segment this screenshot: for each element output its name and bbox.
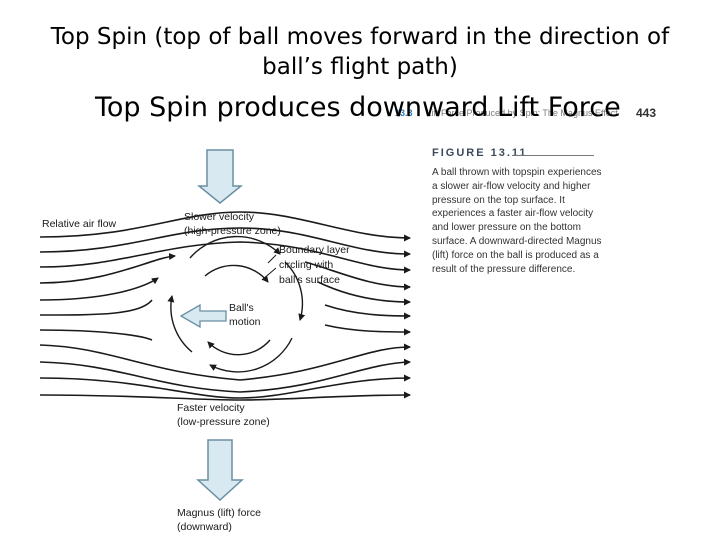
high-pressure-zone-label: (high-pressure zone)	[184, 225, 281, 237]
flow-line	[39, 299, 153, 316]
slide-subtitle: Top Spin produces downward Lift Force	[95, 92, 621, 123]
flow-line	[39, 241, 411, 274]
boundary-arc	[204, 264, 269, 283]
downward-label: (downward)	[177, 521, 232, 533]
boundary-layer-circulation	[167, 235, 306, 373]
slide-title-line-2: ball’s flight path)	[262, 54, 458, 80]
magnus-force-arrow-icon	[196, 439, 244, 502]
running-head-text: Lift Force Produced by Spin: The Magnus …	[426, 108, 618, 118]
slower-velocity-label: Slower velocity	[184, 211, 255, 223]
flow-line	[317, 281, 411, 306]
flow-line	[39, 211, 411, 242]
leader-line	[267, 254, 277, 264]
low-pressure-zone-label: (low-pressure zone)	[177, 416, 270, 428]
flow-line	[39, 329, 153, 341]
flow-line	[324, 304, 411, 320]
flow-line	[39, 277, 159, 301]
relative-air-flow-label: Relative air flow	[42, 218, 117, 230]
balls-surface-label: ball's surface	[279, 274, 340, 286]
running-head-number: 13.3	[395, 108, 413, 118]
ball-motion-arrow-icon	[179, 303, 227, 329]
faster-velocity-label: Faster velocity	[177, 402, 245, 414]
boundary-arc	[167, 295, 193, 353]
boundary-arc	[207, 339, 271, 356]
boundary-arc	[284, 261, 306, 321]
flow-line	[39, 343, 411, 381]
balls-motion-label-1: Ball's	[229, 302, 254, 314]
boundary-layer-label: Boundary layer	[279, 244, 350, 256]
boundary-arc	[189, 235, 281, 259]
top-down-arrow-icon	[196, 149, 244, 204]
flow-line	[324, 324, 411, 336]
flow-line	[39, 374, 411, 399]
figure-rule	[512, 155, 594, 156]
slide-title: Top Spin (top of ball moves forward in t…	[0, 22, 720, 82]
flow-line	[39, 252, 176, 284]
boundary-arc	[209, 337, 293, 373]
book-running-head: 13.3 Lift Force Produced by Spin: The Mag…	[395, 108, 618, 118]
flow-line	[39, 358, 411, 393]
flow-line	[39, 391, 411, 401]
figure-caption: A ball thrown with topspin experiences a…	[432, 167, 602, 275]
flow-line	[304, 261, 411, 291]
flow-line	[39, 227, 411, 258]
balls-motion-label-2: motion	[229, 316, 261, 328]
figure-label: FIGURE 13.11	[432, 147, 528, 159]
leader-line	[261, 267, 277, 281]
magnus-force-label: Magnus (lift) force	[177, 507, 262, 519]
circling-with-label: circling with	[279, 259, 334, 271]
slide-title-line-1: Top Spin (top of ball moves forward in t…	[50, 24, 670, 50]
book-page-number: 443	[636, 106, 657, 120]
relative-air-flow-lines	[39, 211, 411, 401]
